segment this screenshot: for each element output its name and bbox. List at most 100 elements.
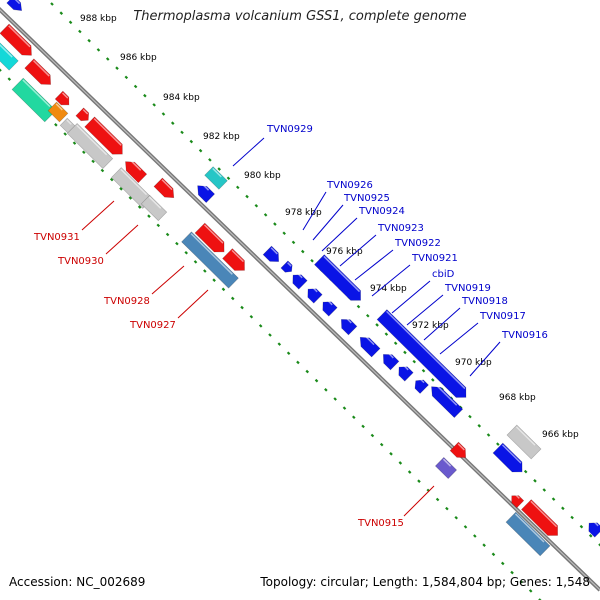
tick-dot [226, 176, 231, 180]
gene-shine [442, 458, 452, 467]
tick-dot [109, 177, 114, 182]
gene-shine [203, 224, 224, 244]
gene-body [359, 336, 381, 358]
gene-arrow [506, 424, 542, 460]
gene-shine [434, 383, 458, 406]
accession-text: Accession: NC_002689 [9, 575, 146, 589]
tick-dot [105, 57, 110, 61]
gene-shine [530, 500, 558, 528]
tick-dot [87, 38, 91, 43]
tick-dot [366, 313, 370, 318]
gene-body [520, 499, 558, 536]
tick-dot [198, 148, 203, 153]
scale-tick-label: 976 kbp [326, 247, 363, 257]
scale-tick-label: 970 kbp [455, 358, 492, 368]
tick-dot [551, 497, 556, 501]
gene-body [314, 254, 361, 301]
gene-body [47, 101, 69, 123]
tick-dot [445, 506, 449, 511]
tick-dot [72, 141, 77, 145]
gene-arrow [24, 58, 51, 85]
gene-arrow [262, 245, 280, 262]
gene-shine [296, 272, 303, 279]
forward-gene-label: cbiD [432, 269, 455, 280]
gene-arrow [140, 194, 168, 222]
gene-arrow [511, 493, 525, 509]
gene-body [84, 116, 123, 155]
tick-dot [519, 579, 524, 584]
tick-dot [7, 77, 12, 81]
tick-dot [561, 506, 565, 511]
scale-tick-label: 988 kbp [80, 14, 117, 24]
gene-arrow [0, 23, 32, 56]
gene-arrow [0, 39, 19, 71]
tick-dot [375, 323, 379, 327]
scale-tick-label: 966 kbp [542, 430, 579, 440]
gene-body [340, 319, 358, 336]
gene-body [54, 90, 70, 106]
gene-shine [386, 310, 466, 390]
gene-arrow [492, 442, 523, 473]
gene-arrow [307, 286, 323, 304]
tick-dot [384, 332, 389, 336]
tick-dot [133, 84, 138, 89]
gene-arrow [340, 316, 358, 336]
tick-dot [193, 260, 198, 264]
forward-gene-label: TVN0922 [394, 238, 441, 249]
gene-shine [344, 316, 352, 324]
gene-body [588, 522, 600, 538]
gene-shine [33, 60, 50, 77]
gene-arrow [322, 299, 338, 317]
tick-dot [491, 552, 496, 557]
tick-dot [143, 93, 147, 98]
tick-dot [59, 11, 64, 15]
tick-dot [431, 378, 435, 382]
tick-dot [184, 250, 188, 255]
label-leader-line [105, 224, 139, 255]
tick-dot [212, 278, 216, 282]
gene-shine [200, 182, 210, 191]
tick-dot [235, 185, 240, 190]
scale-tick-label: 980 kbp [244, 171, 281, 181]
tick-dot [203, 269, 207, 273]
gene-shine [190, 233, 233, 275]
tick-dot [407, 470, 412, 474]
gene-body [398, 366, 414, 382]
gene-shine [419, 377, 425, 384]
forward-gene-label: TVN0918 [461, 296, 508, 307]
gene-arrow [431, 383, 464, 419]
gene-arrow [125, 158, 148, 184]
tick-dot [189, 139, 194, 144]
tick-dot [170, 121, 175, 125]
gene-body [181, 231, 239, 289]
label-leader-line [302, 191, 327, 231]
gene-arrow [449, 441, 467, 458]
tick-dot [435, 497, 440, 502]
gene-arrow [292, 272, 308, 290]
tick-dot [147, 214, 151, 218]
tick-dot [161, 112, 166, 116]
gene-shine [231, 249, 244, 263]
gene-shine [212, 167, 222, 178]
gene-arrow [382, 351, 400, 371]
tick-dot [361, 424, 365, 429]
gene-arrow [110, 167, 154, 209]
tick-dot [468, 414, 472, 419]
gene-shine [592, 520, 599, 527]
label-leader-line [81, 200, 115, 231]
gene-body [292, 274, 308, 290]
tick-dot [180, 130, 184, 135]
gene-shine [386, 351, 394, 359]
gene-body [431, 386, 464, 419]
tick-dot [115, 66, 119, 70]
gene-arrow [84, 116, 123, 155]
tick-dot [217, 167, 221, 171]
tick-dot [379, 442, 384, 447]
gene-arrow [398, 364, 414, 382]
tick-dot [137, 205, 142, 209]
forward-gene-label: TVN0929 [266, 124, 313, 135]
gene-body [449, 441, 467, 458]
label-leader-line [406, 294, 444, 326]
forward-gene-label: TVN0921 [411, 253, 458, 264]
